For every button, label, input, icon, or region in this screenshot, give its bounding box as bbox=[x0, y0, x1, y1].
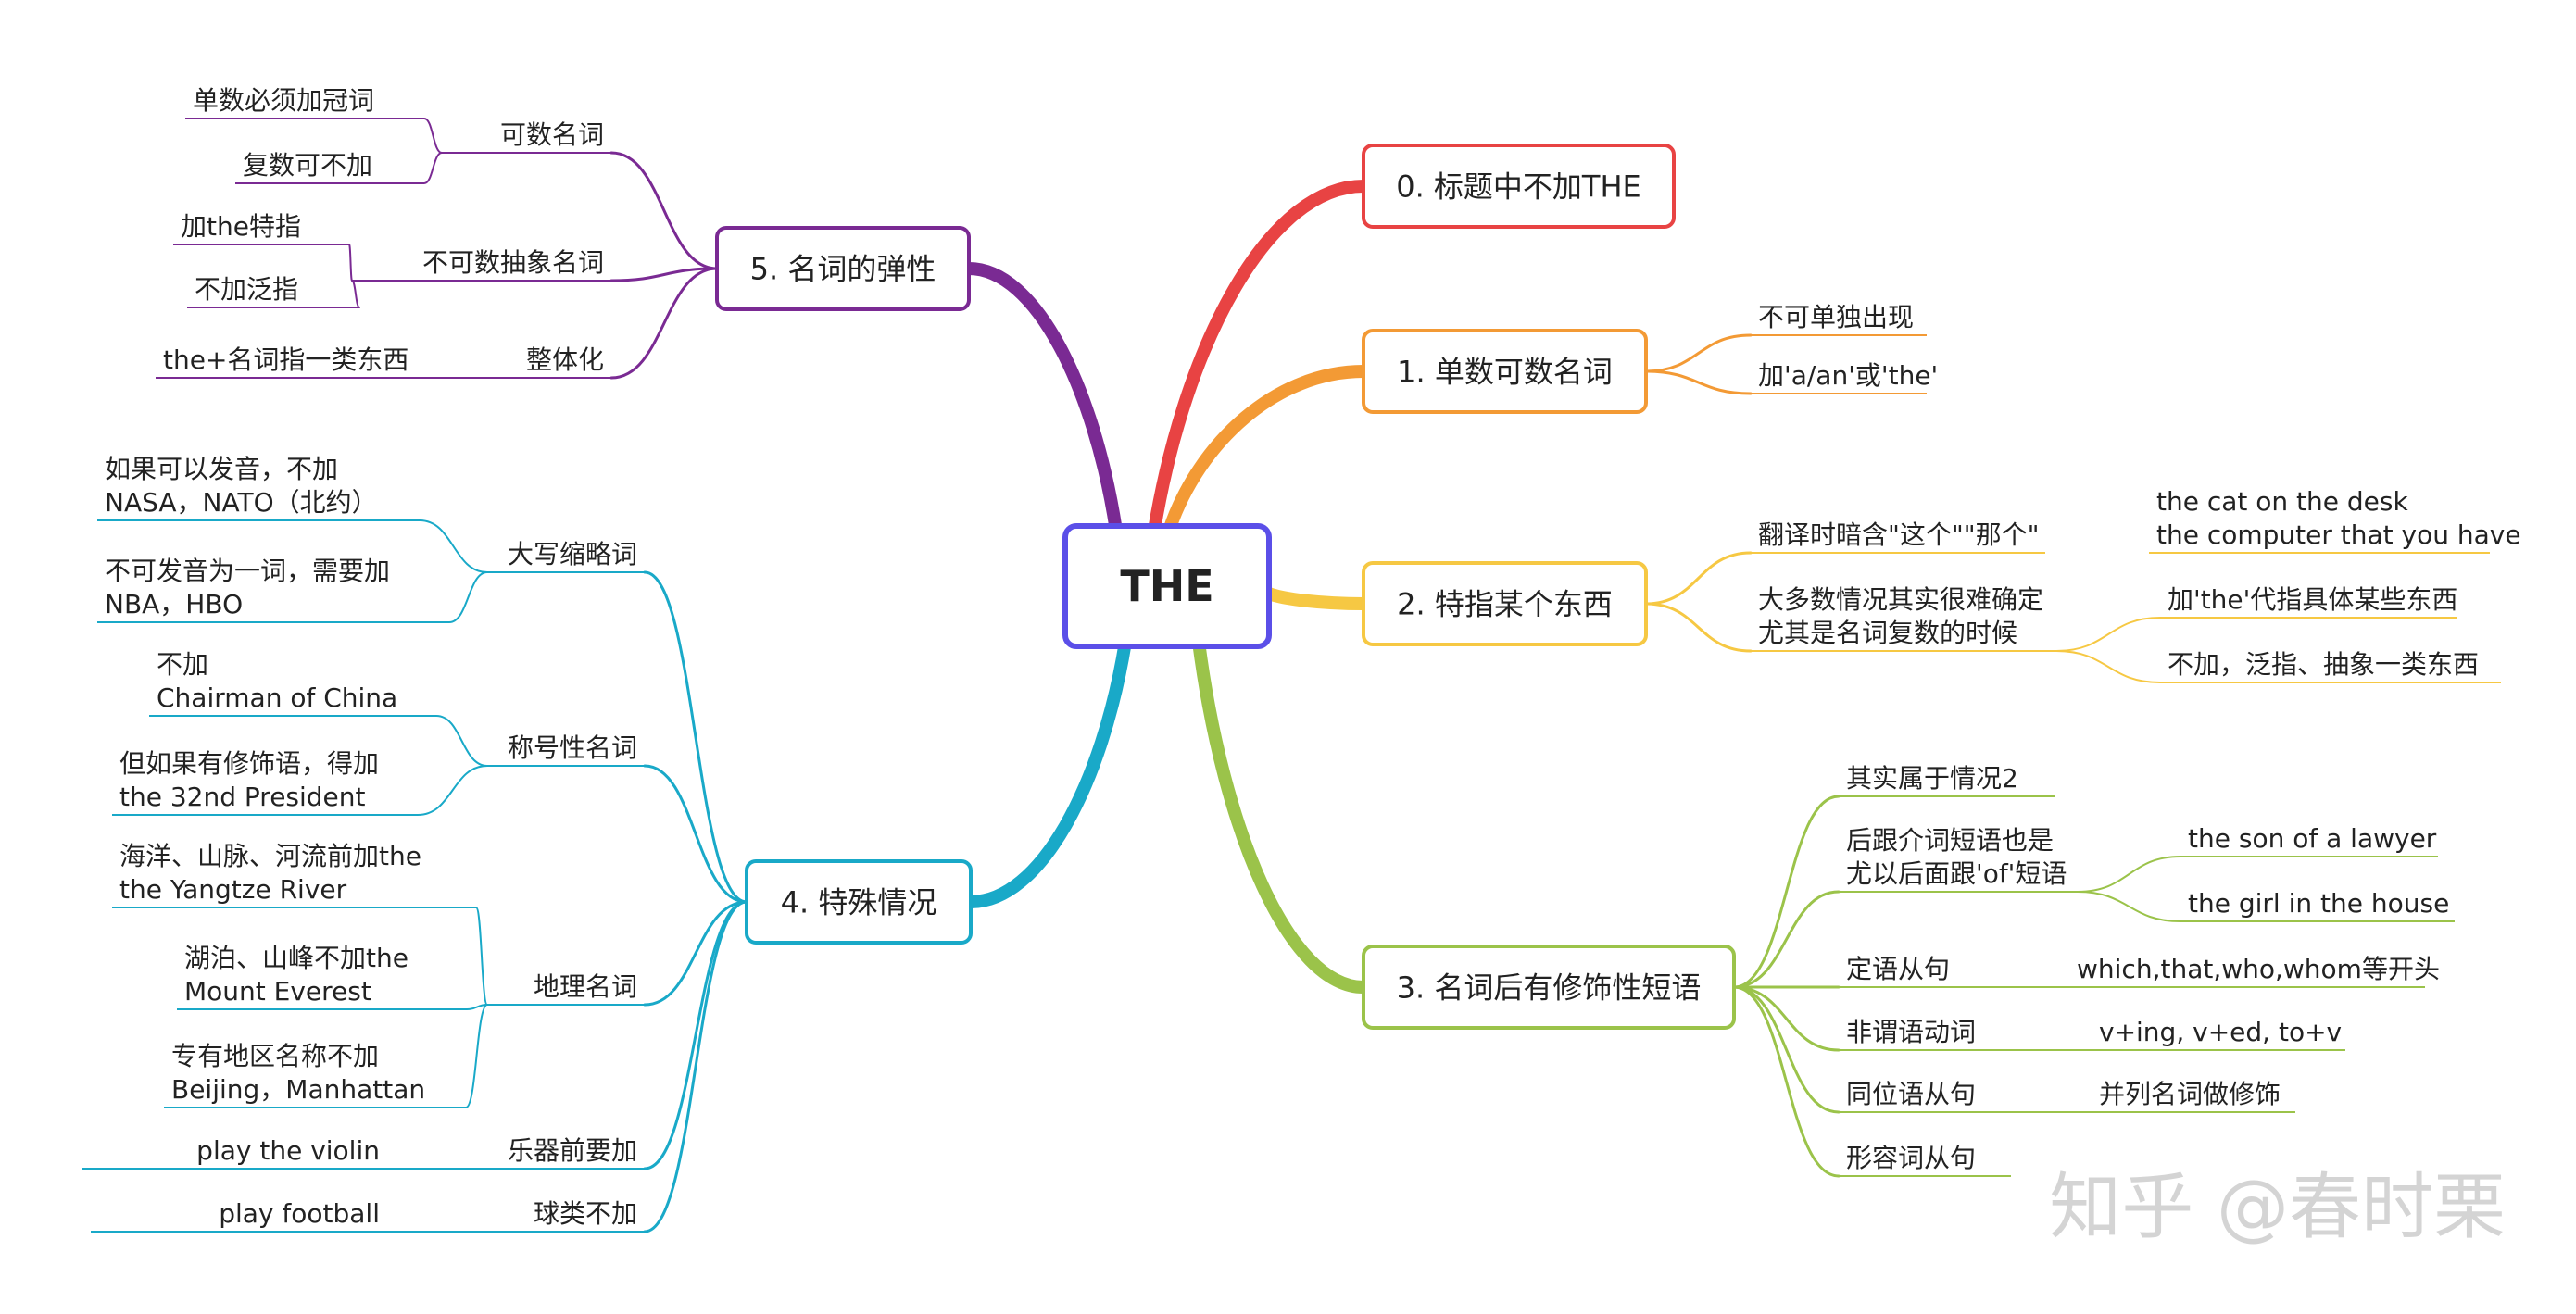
connector-line bbox=[1732, 985, 1841, 1052]
connector-line bbox=[1732, 985, 1841, 1114]
connector-line bbox=[1644, 333, 1753, 373]
branch5-child-2: 整体化 bbox=[526, 344, 604, 375]
connector-line bbox=[1644, 602, 1753, 653]
branch3-child-1-1: the girl in the house bbox=[2188, 888, 2449, 919]
connector-line bbox=[1644, 551, 1753, 606]
connector-line bbox=[643, 900, 748, 1007]
connector-line bbox=[643, 900, 748, 1233]
branch5-child-0: 可数名词 bbox=[500, 119, 604, 150]
connector-line bbox=[2055, 650, 2161, 683]
branch4-child-3-0: play the violin bbox=[196, 1135, 380, 1166]
branch5-child-0-0: 单数必须加冠词 bbox=[193, 85, 374, 116]
connector-line bbox=[448, 571, 488, 623]
branch-0[interactable] bbox=[1362, 144, 1676, 229]
branch3-child-4: 同位语从句 bbox=[1846, 1079, 1976, 1109]
connector-line bbox=[423, 152, 443, 184]
branch3-child-5: 形容词从句 bbox=[1846, 1143, 1976, 1173]
connector-line bbox=[475, 907, 488, 1006]
connector-line bbox=[465, 1004, 488, 1108]
branch5-child-0-1: 复数可不加 bbox=[243, 150, 372, 181]
connector-line bbox=[643, 900, 748, 1170]
branch-2-label: 2. 特指某个东西 bbox=[1397, 587, 1613, 622]
branch5-child-1: 不可数抽象名词 bbox=[422, 247, 604, 278]
branch4-child-1: 称号性名词 bbox=[508, 732, 637, 763]
connector-line bbox=[1732, 985, 1841, 1178]
branch4-child-3: 乐器前要加 bbox=[508, 1135, 637, 1166]
connector-line bbox=[643, 764, 748, 904]
connector-line bbox=[1732, 890, 1841, 989]
branch-connector bbox=[1192, 635, 1370, 994]
branch2-child-1: 大多数情况其实很难确定尤其是名词复数的时候 bbox=[1758, 584, 2043, 648]
connector-line bbox=[609, 151, 719, 270]
branch-5[interactable] bbox=[715, 226, 971, 311]
branch-connector bbox=[1162, 365, 1370, 537]
branch3-child-3: 非谓语动词 bbox=[1846, 1017, 1976, 1047]
connector-line bbox=[417, 765, 488, 816]
connector-line bbox=[351, 280, 360, 308]
connector-line bbox=[423, 118, 443, 154]
connector-line bbox=[609, 267, 719, 380]
mind-map-nodes: THE 0. 标题中不加THE 1. 单数可数名词 2. 特指某个东西 3. 名词后有修… bbox=[105, 85, 2521, 1229]
branch5-child-2-0: the+名词指一类东西 bbox=[163, 344, 408, 375]
watermark: 知乎 @春时栗 bbox=[2049, 1166, 2506, 1249]
branch-1-label: 1. 单数可数名词 bbox=[1397, 355, 1613, 390]
branch4-child-4-0: play football bbox=[219, 1198, 380, 1229]
connector-line bbox=[2077, 856, 2181, 893]
branch-connector bbox=[1263, 587, 1370, 610]
branch-3-label: 3. 名词后有修饰性短语 bbox=[1397, 970, 1702, 1006]
branch1-child-0: 不可单独出现 bbox=[1758, 302, 1914, 332]
connector-line bbox=[1644, 369, 1753, 395]
branch3-child-1-0: the son of a lawyer bbox=[2188, 823, 2437, 854]
connector-line bbox=[609, 267, 719, 282]
connector-line bbox=[643, 570, 748, 904]
branch4-child-2: 地理名词 bbox=[534, 971, 637, 1002]
root-label: THE bbox=[1120, 561, 1213, 611]
branch-connector bbox=[964, 635, 1132, 908]
branch-0-label: 0. 标题中不加THE bbox=[1396, 169, 1641, 205]
branch3-child-4-0: 并列名词做修饰 bbox=[2099, 1079, 2281, 1109]
root-node[interactable] bbox=[1062, 523, 1272, 649]
branch3-child-2: 定语从句 bbox=[1846, 954, 1950, 984]
branch2-child-1-1: 不加，泛指、抽象一类东西 bbox=[2168, 649, 2479, 680]
connector-line bbox=[348, 244, 353, 282]
branch3-child-3-0: v+ing, v+ed, to+v bbox=[2099, 1017, 2342, 1047]
branch3-child-2-0: which,that,who,whom等开头 bbox=[2077, 954, 2440, 984]
connector-line bbox=[2055, 617, 2161, 652]
connector-line bbox=[435, 715, 488, 767]
branch5-child-1-1: 不加泛指 bbox=[195, 274, 298, 305]
branch4-child-0: 大写缩略词 bbox=[508, 539, 637, 569]
branch-1[interactable] bbox=[1362, 329, 1648, 414]
branch3-child-0: 其实属于情况2 bbox=[1846, 763, 2018, 794]
connector-line bbox=[2077, 891, 2181, 922]
branch5-child-1-0: 加the特指 bbox=[181, 211, 301, 242]
branch3-child-1: 后跟介词短语也是尤以后面跟'of'短语 bbox=[1846, 825, 2067, 889]
branch2-child-1-0: 加'the'代指具体某些东西 bbox=[2168, 584, 2457, 615]
branch-connector bbox=[1148, 180, 1370, 537]
branch4-child-4: 球类不加 bbox=[534, 1198, 637, 1229]
branch-2[interactable] bbox=[1362, 561, 1648, 646]
branch-3[interactable] bbox=[1362, 945, 1736, 1030]
connector-line bbox=[466, 1004, 488, 1010]
branch-4[interactable] bbox=[745, 859, 973, 945]
branch1-child-1: 加'a/an'或'the' bbox=[1758, 360, 1938, 391]
mind-map-links bbox=[82, 118, 2501, 1233]
connector-line bbox=[419, 519, 488, 573]
connector-line bbox=[1732, 795, 1841, 989]
branch-connector bbox=[962, 262, 1123, 537]
branch-4-label: 4. 特殊情况 bbox=[781, 885, 937, 920]
branch2-child-0: 翻译时暗含"这个""那个" bbox=[1758, 519, 2040, 550]
branch-5-label: 5. 名词的弹性 bbox=[750, 252, 936, 287]
